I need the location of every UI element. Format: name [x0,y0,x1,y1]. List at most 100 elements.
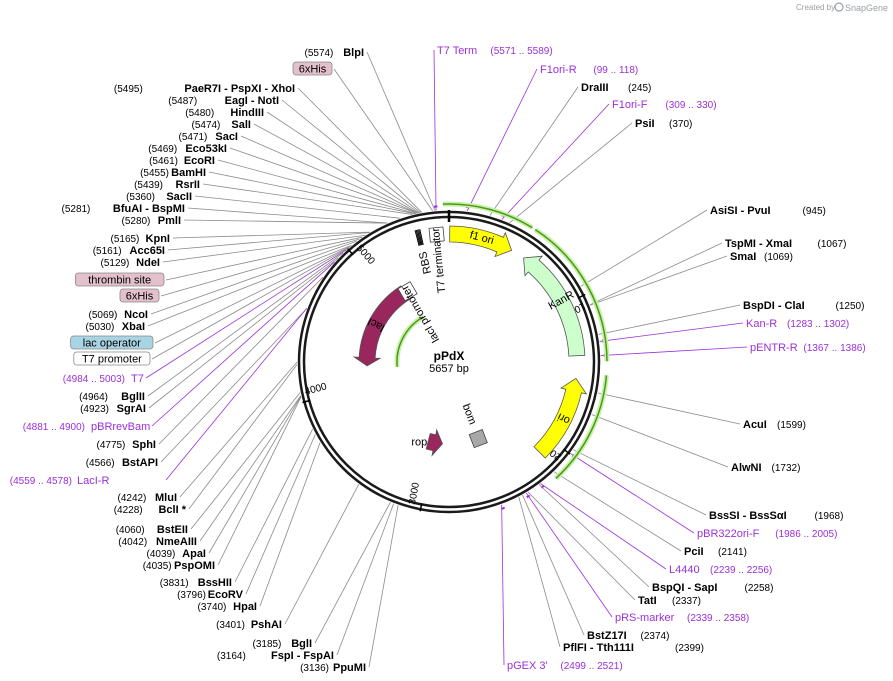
left-label[interactable]: 6xHis [292,61,333,76]
right-label[interactable]: AlwNI(1732) [731,462,800,474]
feature-arrow[interactable] [449,225,513,258]
left-label[interactable]: Eco53kI(5469) [148,143,227,155]
left-label[interactable]: (4984 .. 5003)T7 [63,373,144,385]
left-label[interactable]: SphI(4775) [96,439,156,451]
right-label[interactable]: T7 Term(5571 .. 5589) [437,45,553,57]
left-label[interactable]: thrombin site [75,272,165,287]
left-label[interactable]: 6xHis [119,288,160,303]
right-label[interactable]: F1ori-F(309 .. 330) [612,99,717,111]
enzyme-name: SmaI [730,251,756,263]
right-label[interactable]: BspDI - ClaI(1250) [743,300,864,312]
right-label[interactable]: SmaI(1069) [730,251,793,263]
right-label[interactable]: TatI(2337) [638,595,701,607]
left-label[interactable]: BstAPI(4566) [86,457,158,469]
primer-range: (99 .. 118) [593,65,638,76]
enzyme-name: PspOMI [174,560,215,572]
right-label[interactable]: pBR322ori-F(1986 .. 2005) [697,528,837,540]
feature-arrow[interactable] [352,285,411,367]
feature-box[interactable] [397,281,418,302]
right-label[interactable]: PciI(2141) [684,546,747,558]
left-label[interactable]: NcoI(5069) [88,309,148,321]
left-label[interactable]: RsrII(5439) [134,179,200,191]
left-label[interactable]: Acc65I(5161) [93,245,165,257]
feature-arrow[interactable] [523,255,586,357]
left-label[interactable]: lac operator [70,335,154,350]
primer-name: Kan-R [746,318,777,330]
right-label[interactable]: BstZ17I(2374) [587,630,669,642]
connector-line [154,246,351,344]
left-label[interactable]: SalI(5474) [191,119,251,131]
left-label[interactable]: T7 promoter [73,351,151,366]
left-label[interactable]: SacII(5360) [126,191,192,203]
feature-label: RBS [417,250,434,275]
right-label[interactable]: Kan-R (1283 .. 1302) [746,318,849,330]
left-label[interactable]: BglI(3185) [252,638,312,650]
primer-range: (1283 .. 1302) [787,319,849,330]
rbs-hatch [416,229,422,246]
left-label[interactable]: (4881 .. 4900)pBRrevBam [23,421,151,433]
left-label[interactable]: BlpI(5574) [304,47,364,59]
left-label[interactable]: XbaI(5030) [85,321,145,333]
left-label[interactable]: FspI - FspAI(3164) [217,650,334,662]
feature-label: T7 terminator [430,227,448,294]
right-label[interactable]: DraIII(245) [581,82,651,94]
right-label[interactable]: pRS-marker(2339 .. 2358) [615,612,749,624]
snapgene-credit: Created by SnapGene [796,2,888,13]
right-label[interactable]: pGEX 3'(2499 .. 2521) [507,660,623,672]
left-label[interactable]: KpnI(5165) [110,233,170,245]
enzyme-position: (2258) [745,583,774,594]
left-label[interactable]: MluI(4242) [117,492,177,504]
left-label[interactable]: BssHII(3831) [160,577,232,589]
feature-tag-box [75,272,165,287]
feature-arrow[interactable] [425,428,443,457]
feature-box[interactable] [428,226,445,243]
left-label[interactable]: PmlI(5280) [121,215,181,227]
left-label[interactable]: HpaI(3740) [197,601,257,613]
enzyme-position: (5461) [149,156,178,167]
right-label[interactable]: BssSI - BssSαI(1968) [709,510,843,522]
left-label[interactable]: SacI(5471) [178,131,238,143]
right-label[interactable]: PflFI - Tth111I(2399) [563,642,704,654]
right-label[interactable]: PsiI(370) [635,118,692,130]
tick-mark [419,503,423,512]
left-label[interactable]: NdeI(5129) [100,257,160,269]
left-label[interactable]: PspOMI(4035) [143,560,215,572]
feature-box[interactable] [468,429,488,449]
left-label[interactable]: NmeAIII(4042) [118,536,197,548]
right-label[interactable]: TspMI - XmaI(1067) [725,238,846,250]
right-label[interactable]: F1ori-R(99 .. 118) [540,64,638,76]
left-label[interactable]: EagI - NotI(5487) [168,95,279,107]
left-label[interactable]: PshAI(3401) [216,619,282,631]
left-label[interactable]: EcoRV(3796) [177,589,244,601]
left-label[interactable]: BclI *(4228) [114,504,187,516]
feature-arrow[interactable] [533,377,588,459]
primer-name: F1ori-F [612,99,648,111]
connector-line [266,111,420,214]
left-label[interactable]: BamHI(5455) [140,167,206,179]
enzyme-position: (5487) [168,96,197,107]
connector-line [433,49,437,211]
enzyme-position: (2399) [675,643,704,654]
left-label[interactable]: EcoRI(5461) [149,155,215,167]
left-label[interactable]: HindIII(5480) [185,107,264,119]
enzyme-position: (5360) [126,192,155,203]
right-label[interactable]: BspQI - SapI(2258) [652,582,773,594]
left-label[interactable]: SgrAI(4923) [80,403,146,415]
connector-line [281,99,421,214]
left-label[interactable]: ApaI(4039) [146,548,206,560]
left-label[interactable]: BglII(4964) [79,391,145,403]
right-label[interactable]: AsiSI - PvuI(945) [710,205,826,217]
right-label[interactable]: AcuI(1599) [743,419,806,431]
left-label[interactable]: (4559 .. 4578)LacI-R [10,475,110,487]
enzyme-position: (5439) [134,180,163,191]
left-label[interactable]: PaeR7I - PspXI - XhoI(5495) [114,83,295,95]
left-label[interactable]: BstEII(4060) [116,524,188,536]
right-label[interactable]: pENTR-R(1367 .. 1386) [750,342,866,354]
connector-line [148,257,339,409]
enzyme-position: (4242) [117,493,146,504]
left-label[interactable]: BfuAI - BspMI(5281) [61,203,185,215]
enzyme-position: (4039) [146,549,175,560]
left-label[interactable]: PpuMI(3136) [300,662,366,674]
right-label[interactable]: L4440(2239 .. 2256) [669,564,772,576]
connector-line [527,491,636,601]
